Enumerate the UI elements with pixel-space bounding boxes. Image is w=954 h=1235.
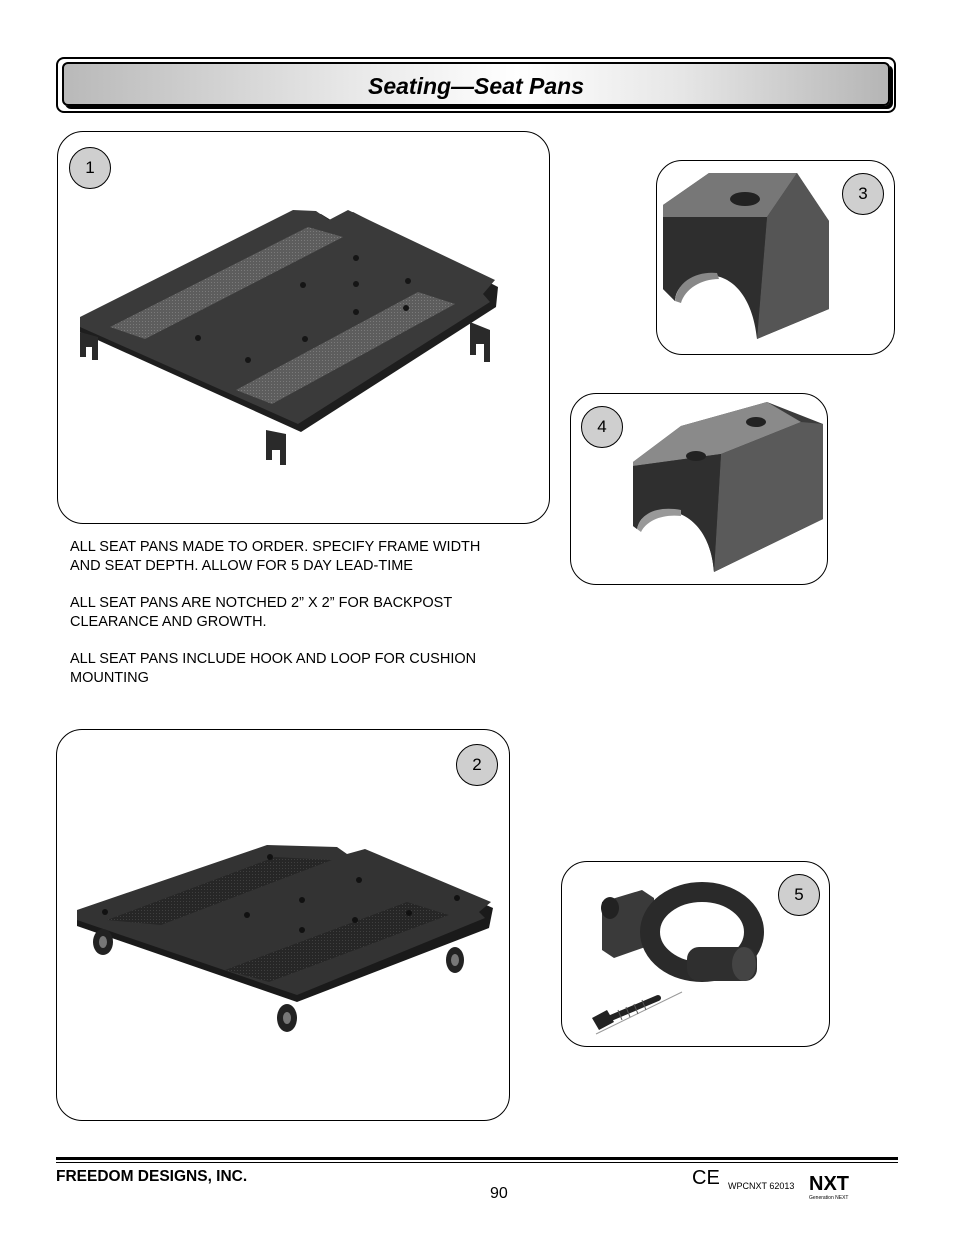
callout-1: 1 — [69, 147, 111, 189]
title-bar: Seating—Seat Pans — [62, 62, 890, 106]
figure-1-frame: 1 — [57, 131, 550, 524]
page-title: Seating—Seat Pans — [367, 73, 585, 99]
nxt-logo-icon: NXT Generation NEXT — [809, 1173, 849, 1201]
svg-text:CE: CE — [692, 1167, 720, 1188]
svg-text:NXT: NXT — [809, 1173, 849, 1195]
clamp-block-image-3 — [663, 173, 829, 339]
callout-3: 3 — [842, 173, 884, 215]
callout-5: 5 — [778, 874, 820, 916]
note-made-to-order: ALL SEAT PANS MADE TO ORDER. SPECIFY FRA… — [70, 539, 481, 574]
figure-5-frame: 5 — [561, 861, 830, 1047]
note-notched: ALL SEAT PANS ARE NOTCHED 2” X 2” FOR BA… — [70, 595, 452, 630]
document-code: WPCNXT 62013 — [728, 1181, 795, 1191]
figure-3-frame: 3 — [656, 160, 895, 355]
callout-4: 4 — [581, 406, 623, 448]
footer-rule — [56, 1157, 898, 1163]
notes-block: ALL SEAT PANS MADE TO ORDER. SPECIFY FRA… — [70, 538, 500, 706]
seat-pan-image-2 — [77, 845, 493, 1032]
seat-pan-image-1 — [80, 210, 498, 465]
svg-text:Generation NEXT: Generation NEXT — [809, 1195, 848, 1201]
note-hook-and-loop: ALL SEAT PANS INCLUDE HOOK AND LOOP FOR … — [70, 651, 477, 686]
tube-clamp-image-5 — [592, 882, 764, 1035]
ce-mark-icon: CE — [692, 1167, 720, 1188]
callout-2: 2 — [456, 744, 498, 786]
figure-2-frame: 2 — [56, 729, 510, 1121]
page-number: 90 — [490, 1185, 508, 1202]
clamp-block-image-4 — [633, 402, 823, 572]
title-banner: Seating—Seat Pans — [56, 57, 896, 113]
figure-4-frame: 4 — [570, 393, 828, 585]
company-name: FREEDOM DESIGNS, INC. — [56, 1168, 248, 1185]
